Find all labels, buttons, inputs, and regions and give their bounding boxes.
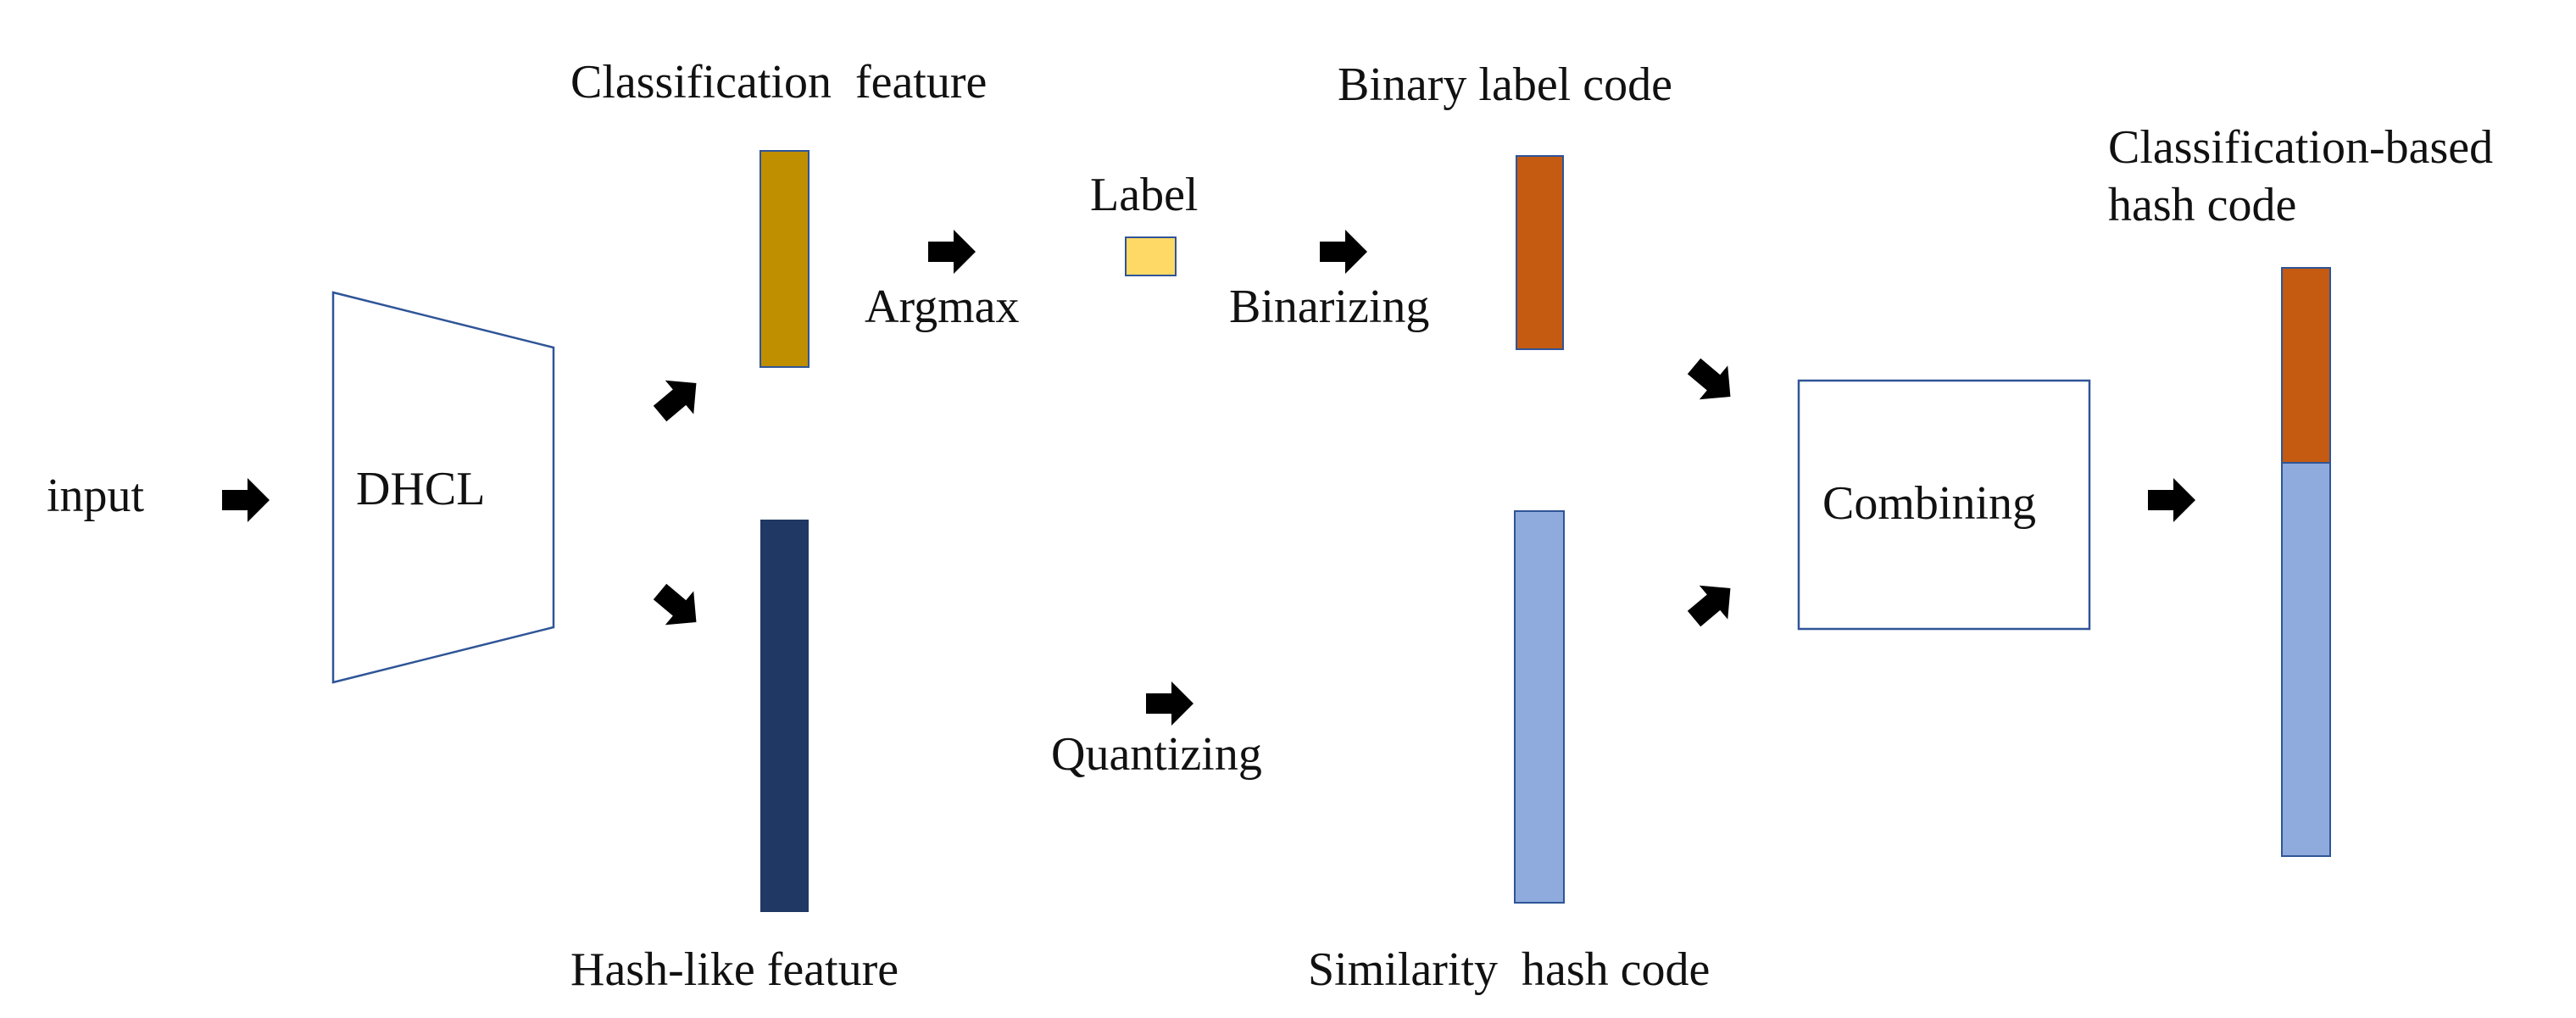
dhcl-label: DHCL [356, 463, 485, 515]
classification-based-hash-code-label-line1: Classification-based [2108, 121, 2493, 174]
combining-label: Combining [1822, 477, 2036, 530]
binary-label-code-label: Binary label code [1338, 58, 1672, 111]
classification-feature-bar [759, 150, 810, 368]
hash-like-feature-label: Hash-like feature [570, 943, 899, 996]
output-label-code-segment [2281, 267, 2331, 464]
arrow-up-branch-icon [645, 366, 711, 431]
label-caption: Label [1090, 169, 1198, 221]
classification-feature-label: Classification feature [570, 56, 987, 108]
hash-like-feature-bar [760, 520, 809, 912]
label-box [1125, 236, 1177, 276]
similarity-hash-code-label: Similarity hash code [1308, 943, 1710, 996]
input-label: input [47, 470, 145, 522]
arrow-argmax-icon [928, 230, 976, 274]
arrow-output-icon [2148, 478, 2195, 522]
dhcl-network-block [331, 291, 555, 684]
arrow-quantizing-icon [1146, 681, 1193, 726]
arrow-merge-top-icon [1679, 349, 1745, 414]
arrow-binarizing-icon [1320, 230, 1367, 274]
classification-based-hash-code-label-line2: hash code [2108, 179, 2296, 231]
combining-box [1797, 379, 2091, 631]
arrow-down-branch-icon [645, 575, 711, 639]
quantizing-label: Quantizing [1051, 728, 1262, 781]
argmax-label: Argmax [865, 281, 1020, 333]
arrow-merge-bottom-icon [1679, 571, 1745, 636]
binarizing-label: Binarizing [1229, 281, 1429, 333]
arrow-input-icon [222, 478, 270, 522]
output-hash-code-segment [2281, 462, 2331, 857]
similarity-hash-code-bar [1514, 510, 1565, 904]
binary-label-code-bar [1516, 155, 1564, 350]
